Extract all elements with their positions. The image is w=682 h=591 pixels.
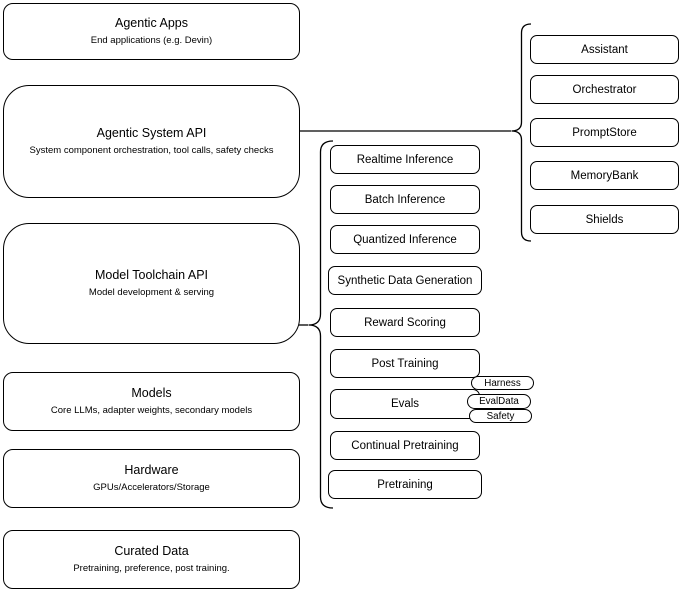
node-model-toolchain-api: Model Toolchain API Model development & … bbox=[3, 223, 300, 344]
node-models: Models Core LLMs, adapter weights, secon… bbox=[3, 372, 300, 431]
brace-toolchain-items bbox=[308, 140, 334, 509]
node-title: Agentic Apps bbox=[115, 16, 188, 31]
node-title: Model Toolchain API bbox=[94, 268, 209, 283]
node-post-training: Post Training bbox=[330, 349, 480, 378]
brace-system-components bbox=[511, 23, 532, 242]
node-memorybank: MemoryBank bbox=[530, 161, 679, 190]
pill-evaldata: EvalData bbox=[467, 394, 531, 409]
node-subtitle: System component orchestration, tool cal… bbox=[29, 144, 274, 156]
node-subtitle: Core LLMs, adapter weights, secondary mo… bbox=[50, 404, 253, 416]
node-subtitle: GPUs/Accelerators/Storage bbox=[93, 481, 210, 493]
node-assistant: Assistant bbox=[530, 35, 679, 64]
node-subtitle: End applications (e.g. Devin) bbox=[90, 34, 213, 46]
pill-safety: Safety bbox=[469, 409, 532, 423]
node-evals: Evals bbox=[330, 389, 480, 419]
node-quantized-inference: Quantized Inference bbox=[330, 225, 480, 254]
node-reward-scoring: Reward Scoring bbox=[330, 308, 480, 337]
node-title: Models bbox=[131, 386, 172, 401]
node-shields: Shields bbox=[530, 205, 679, 234]
node-realtime-inference: Realtime Inference bbox=[330, 145, 480, 174]
node-promptstore: PromptStore bbox=[530, 118, 679, 147]
node-agentic-apps: Agentic Apps End applications (e.g. Devi… bbox=[3, 3, 300, 60]
node-synthetic-data-generation: Synthetic Data Generation bbox=[328, 266, 482, 295]
node-title: Curated Data bbox=[114, 544, 189, 559]
node-title: Agentic System API bbox=[96, 126, 207, 141]
node-batch-inference: Batch Inference bbox=[330, 185, 480, 214]
node-orchestrator: Orchestrator bbox=[530, 75, 679, 104]
node-curated-data: Curated Data Pretraining, preference, po… bbox=[3, 530, 300, 589]
node-hardware: Hardware GPUs/Accelerators/Storage bbox=[3, 449, 300, 508]
node-agentic-system-api: Agentic System API System component orch… bbox=[3, 85, 300, 198]
node-continual-pretraining: Continual Pretraining bbox=[330, 431, 480, 460]
pill-harness: Harness bbox=[471, 376, 534, 390]
node-title: Hardware bbox=[124, 463, 179, 478]
node-pretraining: Pretraining bbox=[328, 470, 482, 499]
node-subtitle: Pretraining, preference, post training. bbox=[73, 562, 230, 574]
node-subtitle: Model development & serving bbox=[88, 286, 215, 298]
